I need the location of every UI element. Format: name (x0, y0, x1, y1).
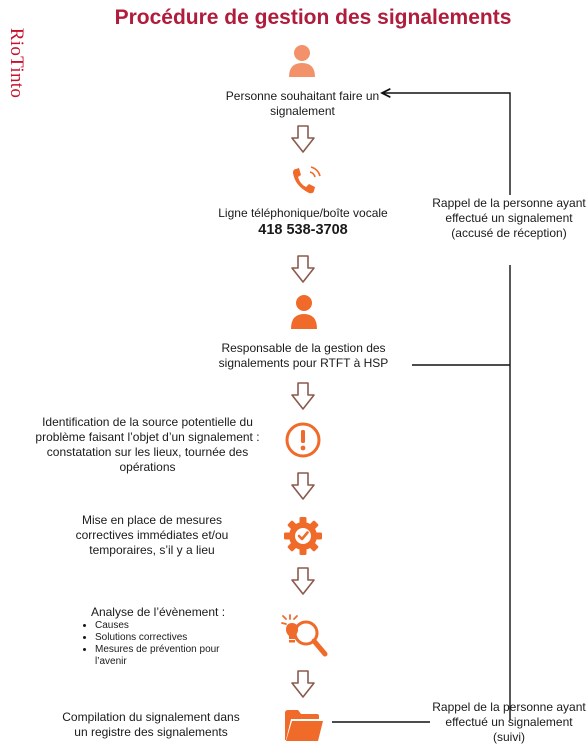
phone-number: 418 538-3708 (258, 222, 348, 238)
down-arrow-icon (291, 125, 315, 153)
bulb-search-icon (281, 614, 328, 657)
step-measures-text: Mise en place de mesures correctives imm… (75, 513, 229, 557)
down-arrow-icon (291, 670, 315, 698)
phone-line-label: Ligne téléphonique/boîte vocale (218, 206, 388, 220)
folder-icon (285, 710, 323, 741)
down-arrow-icon (291, 255, 315, 283)
gear-check-icon (284, 517, 322, 555)
down-arrow-icon (291, 382, 315, 410)
person-icon (291, 295, 317, 329)
analysis-title: Analyse de l’évènement : (90, 605, 226, 619)
down-arrow-icon (291, 567, 315, 595)
step-manager-text: Responsable de la gestion des signalemen… (218, 341, 389, 370)
list-item: Solutions correctives (95, 632, 235, 644)
phone-icon (293, 166, 321, 194)
step-compilation-text: Compilation du signalement dans un regis… (62, 710, 240, 739)
callback-followup-text: Rappel de la personne ayant effectué un … (432, 700, 586, 744)
callback-ack-text: Rappel de la personne ayant effectué un … (432, 196, 586, 240)
page-title: Procédure de gestion des signalements (114, 6, 512, 29)
list-item: Mesures de prévention pour l’avenir (95, 644, 235, 668)
person-icon (289, 45, 315, 77)
alert-icon (285, 422, 321, 458)
step-identification-text: Identification de la source potentielle … (35, 415, 260, 474)
callback-top-connector (382, 93, 511, 195)
down-arrow-icon (291, 472, 315, 500)
analysis-list: Causes Solutions correctives Mesures de … (81, 620, 235, 668)
step-person-text: Personne souhaitant faire un signalement (225, 89, 380, 118)
step-phone: Ligne téléphonique/boîte vocale 418 538-… (188, 206, 418, 239)
list-item: Causes (95, 620, 235, 632)
step-analysis: Analyse de l’évènement : Causes Solution… (64, 605, 252, 668)
